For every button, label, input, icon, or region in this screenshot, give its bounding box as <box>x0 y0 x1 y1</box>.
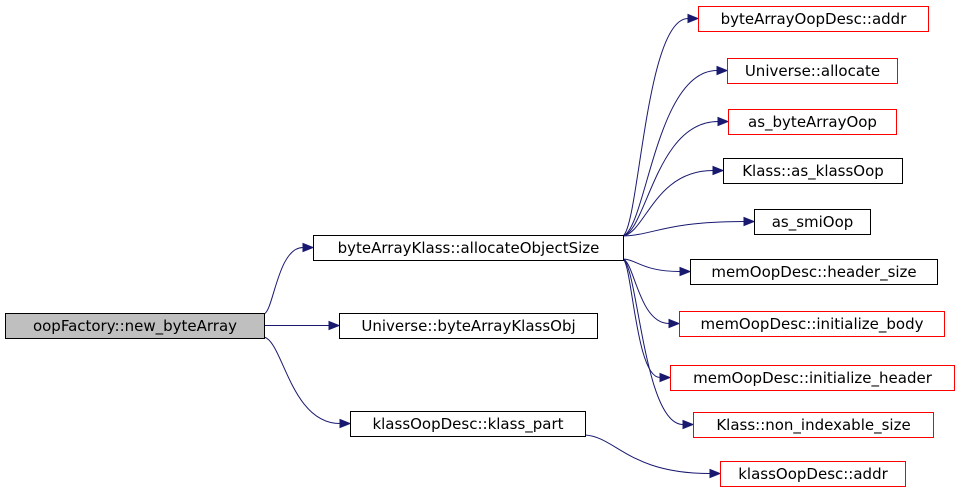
edge-alloc-obj-size-to-as-smi-oop <box>622 221 745 237</box>
arrowhead-initialize-body <box>668 318 681 329</box>
node-klass-oop-addr[interactable]: klassOopDesc::addr <box>720 461 906 487</box>
edges-layer <box>263 13 756 479</box>
node-as-smi-oop[interactable]: as_smiOop <box>754 209 871 235</box>
node-header-size[interactable]: memOopDesc::header_size <box>690 259 938 285</box>
edge-alloc-obj-size-to-initialize-body <box>622 258 670 324</box>
node-alloc-obj-size-label: byteArrayKlass::allocateObjectSize <box>338 239 600 257</box>
node-alloc-obj-size[interactable]: byteArrayKlass::allocateObjectSize <box>313 235 624 261</box>
arrowhead-non-indexable-size <box>682 419 695 430</box>
node-universe-allocate[interactable]: Universe::allocate <box>727 58 898 84</box>
node-klass-oop-addr-label: klassOopDesc::addr <box>738 465 888 483</box>
arrowhead-header-size <box>679 266 692 277</box>
edge-root-to-klass-part <box>263 336 341 424</box>
arrowhead-as-smi-oop <box>743 216 756 227</box>
arrowhead-byte-array-addr <box>687 13 700 24</box>
node-byte-array-addr[interactable]: byteArrayOopDesc::addr <box>698 6 929 32</box>
edge-alloc-obj-size-to-byte-array-addr <box>622 18 689 237</box>
edge-root-to-alloc-obj-size <box>263 247 304 315</box>
node-initialize-header-label: memOopDesc::initialize_header <box>693 369 933 388</box>
arrowhead-as-klass-oop <box>712 165 725 176</box>
node-as-smi-oop-label: as_smiOop <box>772 213 854 232</box>
node-as-byte-array-oop-label: as_byteArrayOop <box>748 113 877 132</box>
arrowhead-as-byte-array-oop <box>717 116 730 127</box>
arrowhead-initialize-header <box>659 372 672 383</box>
edge-alloc-obj-size-to-as-byte-array-oop <box>622 121 719 237</box>
node-initialize-body-label: memOopDesc::initialize_body <box>700 315 923 334</box>
node-byte-array-addr-label: byteArrayOopDesc::addr <box>721 10 908 28</box>
node-byte-array-klass-obj[interactable]: Universe::byteArrayKlassObj <box>339 313 598 339</box>
node-root[interactable]: oopFactory::new_byteArray <box>5 313 265 339</box>
node-klass-part[interactable]: klassOopDesc::klass_part <box>350 411 586 437</box>
arrowhead-klass-part <box>339 418 352 429</box>
edge-klass-part-to-klass-oop-addr <box>584 434 711 474</box>
arrowhead-byte-array-klass-obj <box>328 320 341 331</box>
arrowhead-klass-oop-addr <box>709 468 722 479</box>
node-as-byte-array-oop[interactable]: as_byteArrayOop <box>728 109 897 135</box>
edge-alloc-obj-size-to-header-size <box>622 258 681 272</box>
edge-alloc-obj-size-to-universe-allocate <box>622 70 718 237</box>
node-byte-array-klass-obj-label: Universe::byteArrayKlassObj <box>361 317 575 335</box>
node-non-indexable-size-label: Klass::non_indexable_size <box>716 416 910 435</box>
edge-alloc-obj-size-to-as-klass-oop <box>622 170 714 237</box>
node-klass-part-label: klassOopDesc::klass_part <box>372 415 563 434</box>
node-initialize-body[interactable]: memOopDesc::initialize_body <box>679 311 945 337</box>
arrowhead-alloc-obj-size <box>302 242 315 253</box>
nodes-layer: oopFactory::new_byteArray byteArrayKlass… <box>5 6 955 487</box>
node-non-indexable-size[interactable]: Klass::non_indexable_size <box>693 412 934 438</box>
node-header-size-label: memOopDesc::header_size <box>711 263 916 282</box>
node-initialize-header[interactable]: memOopDesc::initialize_header <box>670 365 955 391</box>
node-as-klass-oop[interactable]: Klass::as_klassOop <box>723 158 903 184</box>
node-root-label: oopFactory::new_byteArray <box>33 317 237 336</box>
node-universe-allocate-label: Universe::allocate <box>745 62 880 80</box>
node-as-klass-oop-label: Klass::as_klassOop <box>742 162 884 181</box>
edge-alloc-obj-size-to-non-indexable-size <box>622 258 684 425</box>
edge-alloc-obj-size-to-initialize-header <box>622 258 661 378</box>
arrowhead-universe-allocate <box>716 65 729 76</box>
